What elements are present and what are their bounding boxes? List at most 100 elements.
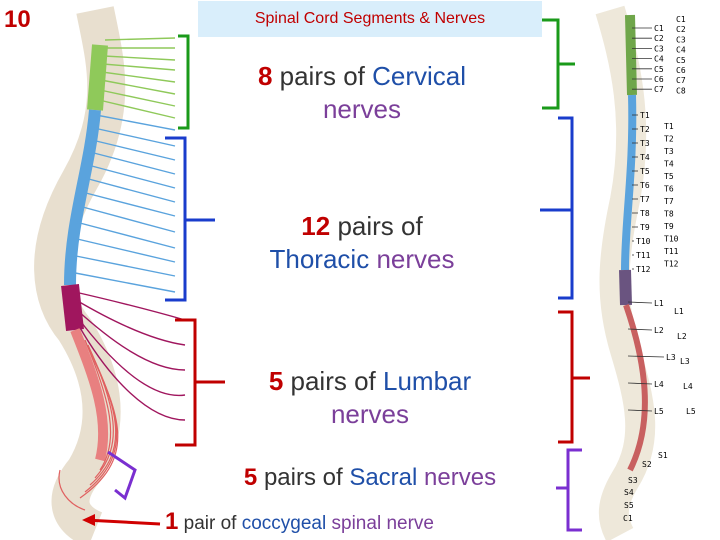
cord-label-l1-leader <box>627 301 653 304</box>
nerve-label-c2: C2 <box>676 25 686 34</box>
slide-number: 10 <box>4 6 31 33</box>
nerve-label-c6: C6 <box>676 66 686 75</box>
cord-label-c4: C4 <box>654 55 664 64</box>
label-sacral-name: Sacral <box>349 464 418 491</box>
nerve-label-l1-r: L1 <box>674 307 684 316</box>
nerve-label-c5: C5 <box>676 56 686 65</box>
cord-label-t2: T2 <box>640 125 650 134</box>
cord-label-l4-leader <box>627 382 653 385</box>
label-thoracic-name: Thoracic <box>269 243 370 274</box>
label-sacral-pre: pairs of <box>263 464 343 491</box>
cord-label-c7: C7 <box>654 85 664 94</box>
cord-label-l4: L4 <box>654 380 664 389</box>
nerves-thoracic-left <box>69 114 176 293</box>
label-s1: S1 <box>658 451 668 460</box>
label-s5: S5 <box>624 501 634 510</box>
label-thoracic: 12 pairs of Thoracic nerves <box>212 210 512 275</box>
cord-label-t12: T12 <box>636 265 651 274</box>
cord-lumbar-left <box>61 284 84 331</box>
cauda-right <box>623 304 648 472</box>
title-box: Spinal Cord Segments & Nerves <box>198 1 542 37</box>
label-coccygeal-post: spinal nerve <box>331 513 434 534</box>
nerve-label-l5-r: L5 <box>686 407 696 416</box>
label-thoracic-post: nerves <box>376 243 455 274</box>
page-title: Spinal Cord Segments & Nerves <box>254 10 486 27</box>
cord-lumbar-right <box>619 269 632 306</box>
cord-label-c2: C2 <box>654 34 664 43</box>
cord-label-l2-leader <box>627 328 653 331</box>
label-s3: S3 <box>628 476 638 485</box>
cord-label-c6: C6 <box>654 75 664 84</box>
count-coccygeal: 1 <box>165 508 179 535</box>
cord-thoracic-right <box>621 94 637 271</box>
nerves-cervical-left <box>98 37 176 119</box>
bracket-lumbar-left <box>175 318 225 447</box>
nerve-label-l4-r: L4 <box>683 382 693 391</box>
label-coccygeal-pre: pair of <box>183 513 237 534</box>
cord-label-l5: L5 <box>654 407 664 416</box>
bracket-cervical-right <box>542 18 575 110</box>
nerve-label-t1: T1 <box>664 122 674 131</box>
nerve-label-c1: C1 <box>676 15 686 24</box>
nerve-label-t8: T8 <box>664 210 674 219</box>
bracket-thoracic-right <box>540 116 574 300</box>
label-cervical-name: Cervical <box>372 61 467 91</box>
label-lumbar-post: nerves <box>330 398 410 429</box>
cord-label-t7: T7 <box>640 195 650 204</box>
cord-thoracic-left <box>64 109 101 286</box>
cord-label-t5: T5 <box>640 167 650 176</box>
bracket-cervical-left <box>178 34 190 130</box>
cord-label-c3: C3 <box>654 44 664 53</box>
label-thoracic-pre: pairs of <box>337 211 423 241</box>
cord-cervical-left <box>87 44 108 111</box>
cord-label-c5: C5 <box>654 65 664 74</box>
cord-label-t1: T1 <box>640 111 650 120</box>
cord-label-t3: T3 <box>640 139 650 148</box>
cauda-left <box>70 328 109 462</box>
arrowhead-coccygeal-left <box>82 514 95 526</box>
segment-labels-right: C1C2C3C4C5C6C7C1C2C3C4C5C6C7C8T1T2T3T4T5… <box>623 15 696 523</box>
nerve-label-l2-r: L2 <box>677 332 687 341</box>
nerve-label-t7: T7 <box>664 197 674 206</box>
bracket-lumbar-right <box>558 310 590 444</box>
nerve-label-t6: T6 <box>664 185 674 194</box>
nerve-label-c4: C4 <box>676 46 686 55</box>
label-sacral-post: nerves <box>424 464 497 491</box>
nerve-label-l3-r: L3 <box>680 357 690 366</box>
count-lumbar: 5 <box>268 366 284 396</box>
cord-label-t4: T4 <box>640 153 650 162</box>
nerve-label-t2: T2 <box>664 135 674 144</box>
label-coccygeal-c1: C1 <box>623 514 633 523</box>
cord-label-l3-leader <box>627 355 665 358</box>
cord-label-t9: T9 <box>640 223 650 232</box>
bracket-sacral-right <box>556 448 582 532</box>
cord-label-t11: T11 <box>636 251 651 260</box>
label-coccygeal: 1 pair of coccygeal spinal nerve <box>165 507 545 537</box>
count-sacral: 5 <box>243 464 258 491</box>
label-sacral: 5 pairs of Sacral nerves <box>190 463 550 493</box>
cord-label-c1: C1 <box>654 24 664 33</box>
nerve-label-t10: T10 <box>664 235 679 244</box>
cord-cervical-right <box>625 14 637 96</box>
nerve-label-t9: T9 <box>664 222 674 231</box>
cord-label-t8: T8 <box>640 209 650 218</box>
label-lumbar-pre: pairs of <box>290 366 376 396</box>
count-thoracic: 12 <box>301 211 331 241</box>
nerve-label-t3: T3 <box>664 147 674 156</box>
nerve-label-c8: C8 <box>676 86 686 95</box>
cord-label-l5-leader <box>627 409 653 412</box>
label-s2: S2 <box>642 460 652 469</box>
cord-label-t6: T6 <box>640 181 650 190</box>
label-cervical-pre: pairs of <box>279 61 365 91</box>
cord-label-t10: T10 <box>636 237 651 246</box>
nerve-label-c3: C3 <box>676 35 686 44</box>
label-cervical: 8 pairs of Cervical nerves <box>212 60 512 125</box>
label-lumbar-name: Lumbar <box>383 366 472 396</box>
nerve-label-t5: T5 <box>664 172 674 181</box>
cord-label-l1: L1 <box>654 299 664 308</box>
label-coccygeal-name: coccygeal <box>241 513 327 534</box>
label-lumbar: 5 pairs of Lumbar nerves <box>220 365 520 430</box>
nerves-sacral-left <box>58 339 119 511</box>
cord-label-l3: L3 <box>666 353 676 362</box>
count-cervical: 8 <box>257 61 273 91</box>
